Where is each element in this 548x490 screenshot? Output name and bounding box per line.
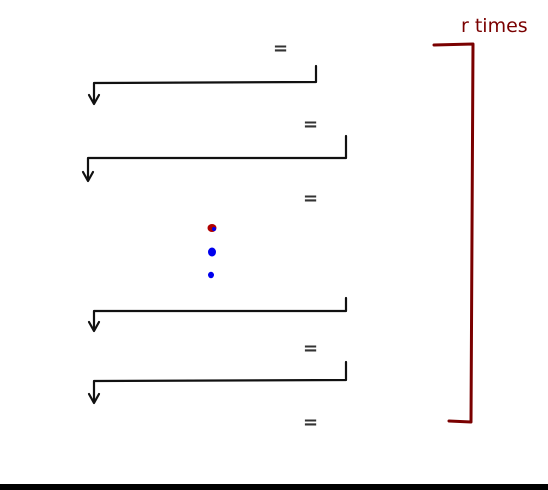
dot-blue-1 (208, 247, 216, 257)
equals-sign-4: = (303, 338, 318, 359)
return-arrow-1 (87, 64, 318, 106)
repeat-label: r times (461, 15, 528, 37)
return-arrow-3 (87, 296, 348, 333)
equals-sign-2: = (303, 114, 318, 135)
return-arrow-2 (81, 134, 348, 183)
return-arrow-4 (87, 360, 348, 405)
equals-sign-3: = (303, 188, 318, 209)
repeat-bracket (432, 42, 475, 424)
equals-sign-5: = (303, 412, 318, 433)
dot-blue-2 (208, 271, 214, 279)
bottom-border (0, 484, 548, 490)
ellipsis-dots (207, 224, 217, 279)
equals-sign-1: = (273, 38, 288, 59)
